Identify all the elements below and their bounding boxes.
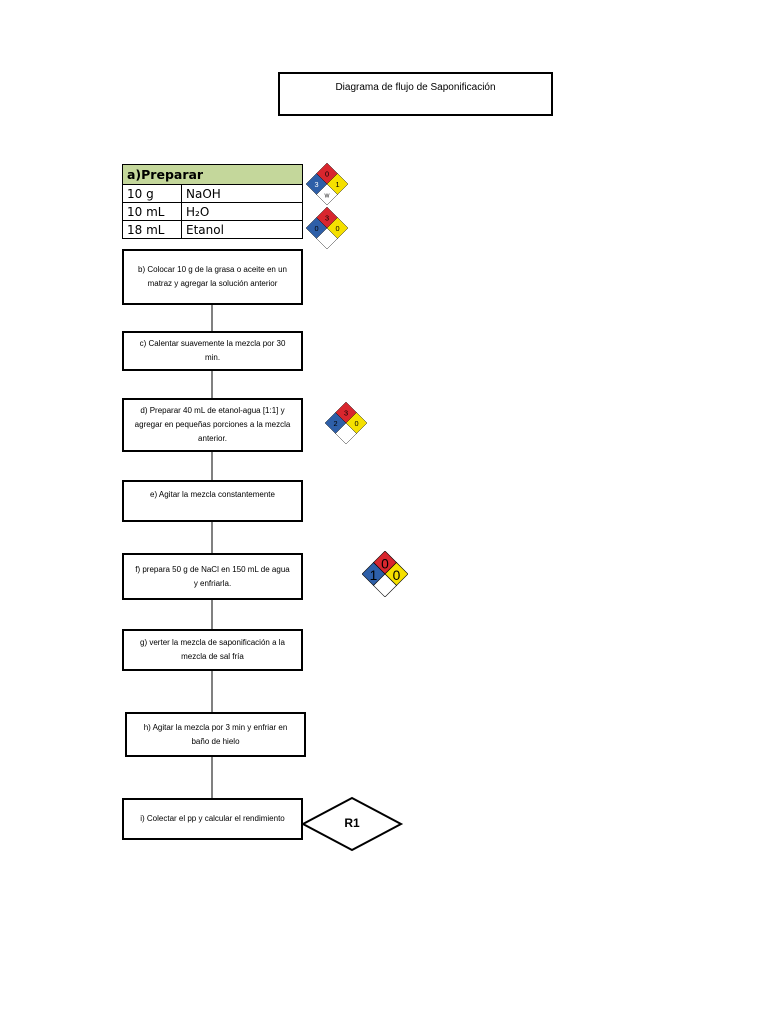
reactivity-rating: 1 — [335, 180, 339, 189]
step-c: c) Calentar suavemente la mezcla por 30 … — [122, 331, 303, 371]
nfpa-diamond-etanol-icon: 3 0 0 — [306, 207, 348, 249]
reactivity-rating: 0 — [335, 224, 339, 233]
special-hazard: W — [325, 194, 330, 200]
reactivity-rating: 0 — [393, 568, 401, 583]
nfpa-diamond-nacl-icon: 0 1 0 — [362, 551, 408, 597]
table-row: 10 g NaOH — [122, 184, 303, 203]
step-d: d) Preparar 40 mL de etanol-agua [1:1] y… — [122, 398, 303, 452]
quantity-cell: 10 mL — [122, 202, 182, 221]
flammability-rating: 3 — [344, 409, 348, 418]
flammability-rating: 0 — [325, 170, 329, 179]
health-rating: 0 — [314, 224, 318, 233]
step-b: b) Colocar 10 g de la grasa o aceite en … — [122, 249, 303, 305]
step-i: i) Colectar el pp y calcular el rendimie… — [122, 798, 303, 840]
nfpa-diamond-naoh-icon: 0 3 1 W — [306, 163, 348, 205]
quantity-cell: 18 mL — [122, 220, 182, 239]
reactivity-rating: 0 — [354, 419, 358, 428]
step-e: e) Agitar la mezcla constantemente — [122, 480, 303, 522]
health-rating: 1 — [370, 568, 378, 583]
step-g: g) verter la mezcla de saponificación a … — [122, 629, 303, 671]
result-diamond — [300, 796, 404, 852]
nfpa-diamond-etanol-agua-icon: 3 2 0 — [325, 402, 367, 444]
reagent-cell: Etanol — [181, 220, 303, 239]
reagent-cell: NaOH — [181, 184, 303, 203]
health-rating: 3 — [314, 180, 318, 189]
diagram-title: Diagrama de flujo de Saponificación — [278, 72, 553, 116]
table-row: 10 mL H₂O — [122, 202, 303, 221]
health-rating: 2 — [333, 419, 337, 428]
step-f: f) prepara 50 g de NaCl en 150 mL de agu… — [122, 553, 303, 600]
result-label: R1 — [344, 816, 360, 830]
preparation-table: a)Preparar 10 g NaOH 10 mL H₂O 18 mL Eta… — [122, 164, 303, 239]
step-h: h) Agitar la mezcla por 3 min y enfriar … — [125, 712, 306, 757]
flammability-rating: 3 — [325, 214, 329, 223]
flammability-rating: 0 — [381, 556, 389, 571]
table-row: 18 mL Etanol — [122, 220, 303, 239]
